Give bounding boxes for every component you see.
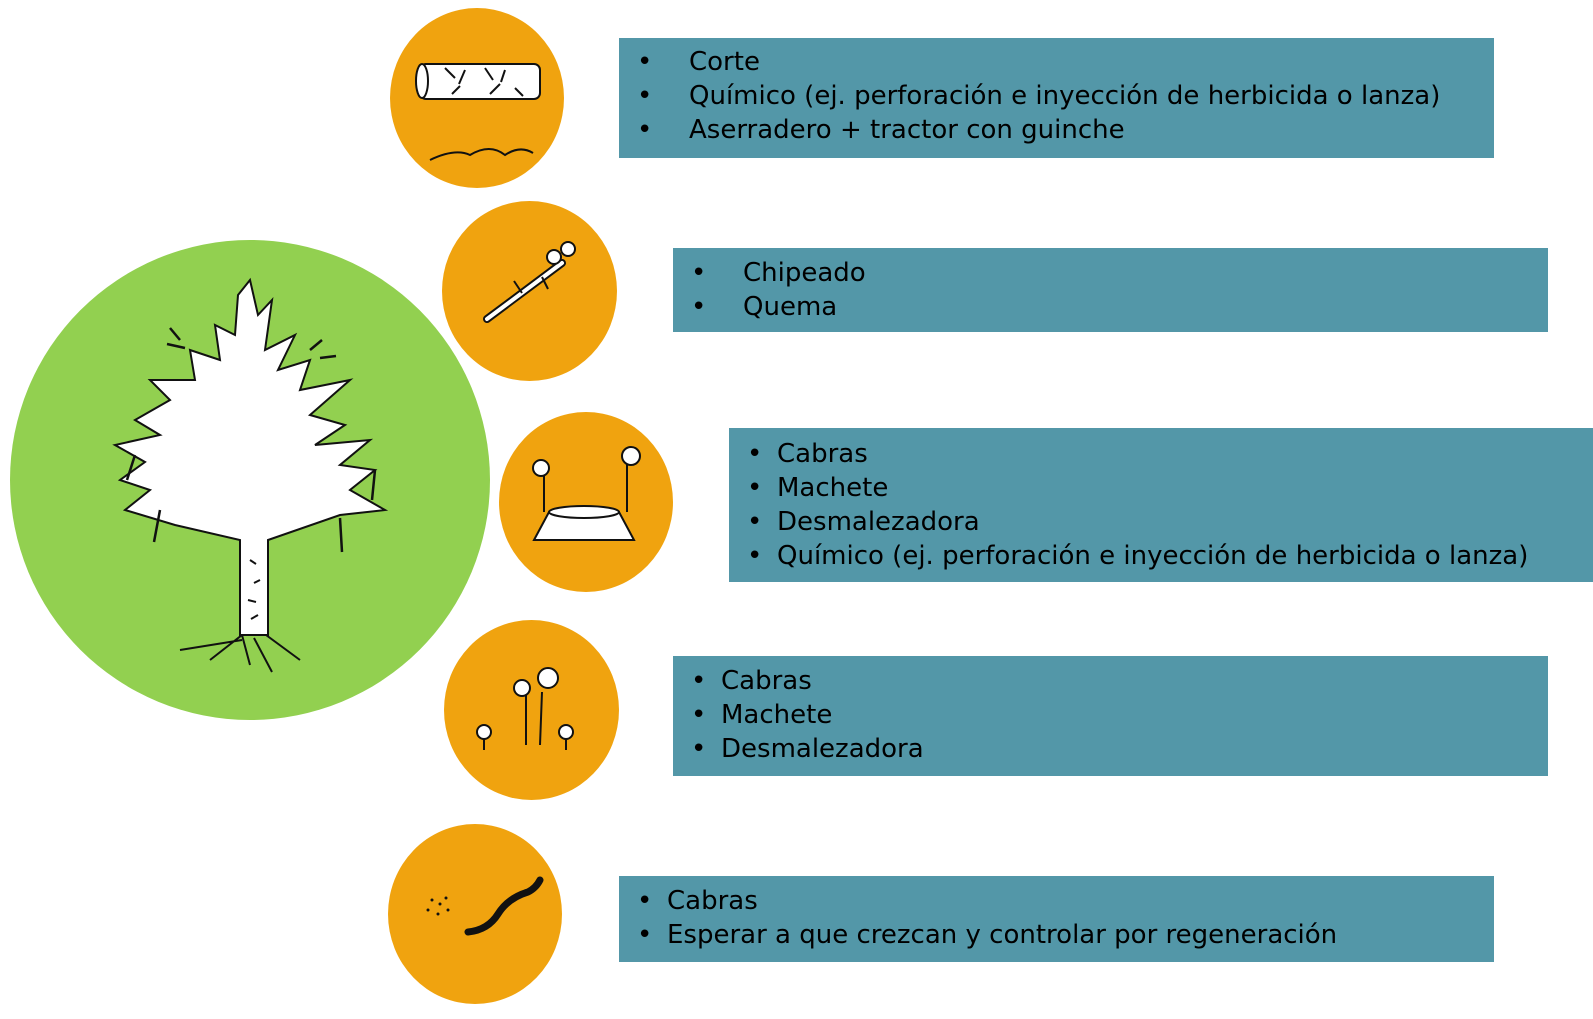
tree-icon bbox=[112, 277, 389, 673]
methods-box-5: •Cabras •Esperar a que crezcan y control… bbox=[619, 876, 1494, 962]
list-item: •Aserradero + tractor con guinche bbox=[637, 115, 1125, 145]
methods-box-2: •Chipeado •Quema bbox=[673, 248, 1548, 332]
methods-box-4: •Cabras •Machete •Desmalezadora bbox=[673, 656, 1548, 776]
list-item: •Químico (ej. perforación e inyección de… bbox=[747, 541, 1529, 571]
seeds-root-icon bbox=[388, 824, 562, 1004]
list-item: •Químico (ej. perforación e inyección de… bbox=[637, 81, 1441, 111]
list-item: •Machete bbox=[747, 473, 889, 503]
list-item: •Cabras bbox=[747, 439, 868, 469]
list-item: •Desmalezadora bbox=[691, 734, 924, 764]
list-item: •Chipeado bbox=[691, 258, 866, 288]
list-item: •Machete bbox=[691, 700, 833, 730]
list-item: •Corte bbox=[637, 47, 760, 77]
list-item: •Quema bbox=[691, 292, 838, 322]
methods-box-3: •Cabras •Machete •Desmalezadora •Químico… bbox=[729, 428, 1593, 582]
list-item: •Esperar a que crezcan y controlar por r… bbox=[637, 920, 1338, 950]
methods-box-1: •Corte •Químico (ej. perforación e inyec… bbox=[619, 38, 1494, 158]
seedlings-icon bbox=[444, 620, 619, 800]
stump-resprout-icon bbox=[499, 412, 673, 592]
branch-icon bbox=[442, 201, 617, 381]
list-item: •Cabras bbox=[691, 666, 812, 696]
list-item: •Cabras bbox=[637, 886, 758, 916]
log-icon bbox=[390, 8, 564, 188]
list-item: •Desmalezadora bbox=[747, 507, 980, 537]
